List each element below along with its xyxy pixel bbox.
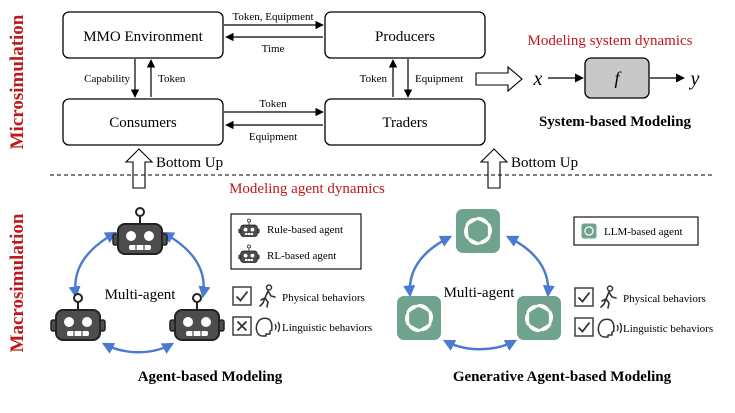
system-input-x: x <box>533 68 543 90</box>
robot-icon <box>169 293 225 341</box>
edge-label-token-producers: Token <box>360 73 388 85</box>
gabm-title: Generative Agent-based Modeling <box>453 369 672 385</box>
gabm-legend: LLM-based agent <box>573 216 699 246</box>
traders-label: Traders <box>382 115 427 131</box>
walker-icon <box>600 285 617 309</box>
system-output-y: y <box>689 68 700 90</box>
check-icon <box>232 286 252 306</box>
abm-multi-agent-label: Multi-agent <box>105 287 177 303</box>
llm-agent-icon <box>397 296 441 340</box>
edge-label-token-equipment: Token, Equipment <box>232 11 313 23</box>
llm-agent-icon <box>582 224 597 239</box>
walker-icon <box>259 284 276 308</box>
abm-physical-behaviors: Physical behaviors <box>282 292 365 304</box>
consumers-label: Consumers <box>109 115 177 131</box>
function-box <box>584 57 650 99</box>
producers-label: Producers <box>375 29 435 45</box>
abm-legend: Rule-based agent RL-based agent <box>230 213 362 270</box>
legend-rule-based-agent: Rule-based agent <box>267 224 343 236</box>
edge-label-token-right: Token <box>259 98 287 110</box>
bottom-up-label-right: Bottom Up <box>511 155 578 171</box>
agent-dynamics-heading: Modeling agent dynamics <box>229 181 385 197</box>
bottom-up-arrow-right <box>479 148 509 189</box>
macrosimulation-label: Macrosimulation <box>7 213 28 352</box>
traders-node: Traders <box>324 98 486 146</box>
function-label: f <box>614 68 622 88</box>
edge-label-equipment-traders: Equipment <box>415 73 463 85</box>
robot-icon <box>112 207 168 255</box>
consumers-node: Consumers <box>62 98 224 146</box>
microsimulation-label: Microsimulation <box>7 14 28 149</box>
robot-icon <box>50 293 106 341</box>
hollow-arrow-right <box>475 65 523 93</box>
check-icon <box>574 317 594 337</box>
system-based-modeling-title: System-based Modeling <box>539 114 692 130</box>
legend-rl-based-agent: RL-based agent <box>267 250 336 262</box>
edge-label-equipment-left: Equipment <box>249 131 297 143</box>
edge-label-time: Time <box>262 43 285 55</box>
edge-label-capability: Capability <box>84 73 130 85</box>
llm-agent-icon <box>517 296 561 340</box>
producers-node: Producers <box>324 11 486 59</box>
bottom-up-arrow-left <box>124 148 154 189</box>
mmo-environment-label: MMO Environment <box>83 29 203 45</box>
bottom-up-label-left: Bottom Up <box>156 155 223 171</box>
gabm-physical-behaviors: Physical behaviors <box>623 293 706 305</box>
abm-title: Agent-based Modeling <box>138 369 283 385</box>
gabm-linguistic-behaviors: Linguistic behaviors <box>623 323 713 335</box>
edge-label-token-up: Token <box>158 73 186 85</box>
abm-cycle <box>50 207 225 354</box>
speaker-icon <box>255 317 281 337</box>
gabm-multi-agent-label: Multi-agent <box>444 285 516 301</box>
speaker-icon <box>597 318 623 338</box>
mmo-environment-node: MMO Environment <box>62 11 224 59</box>
check-icon <box>574 287 594 307</box>
gabm-cycle <box>397 209 561 351</box>
llm-agent-icon <box>456 209 500 253</box>
cross-icon <box>232 316 252 336</box>
system-dynamics-heading: Modeling system dynamics <box>528 33 693 49</box>
abm-linguistic-behaviors: Linguistic behaviors <box>282 322 372 334</box>
legend-llm-based-agent: LLM-based agent <box>604 226 683 238</box>
